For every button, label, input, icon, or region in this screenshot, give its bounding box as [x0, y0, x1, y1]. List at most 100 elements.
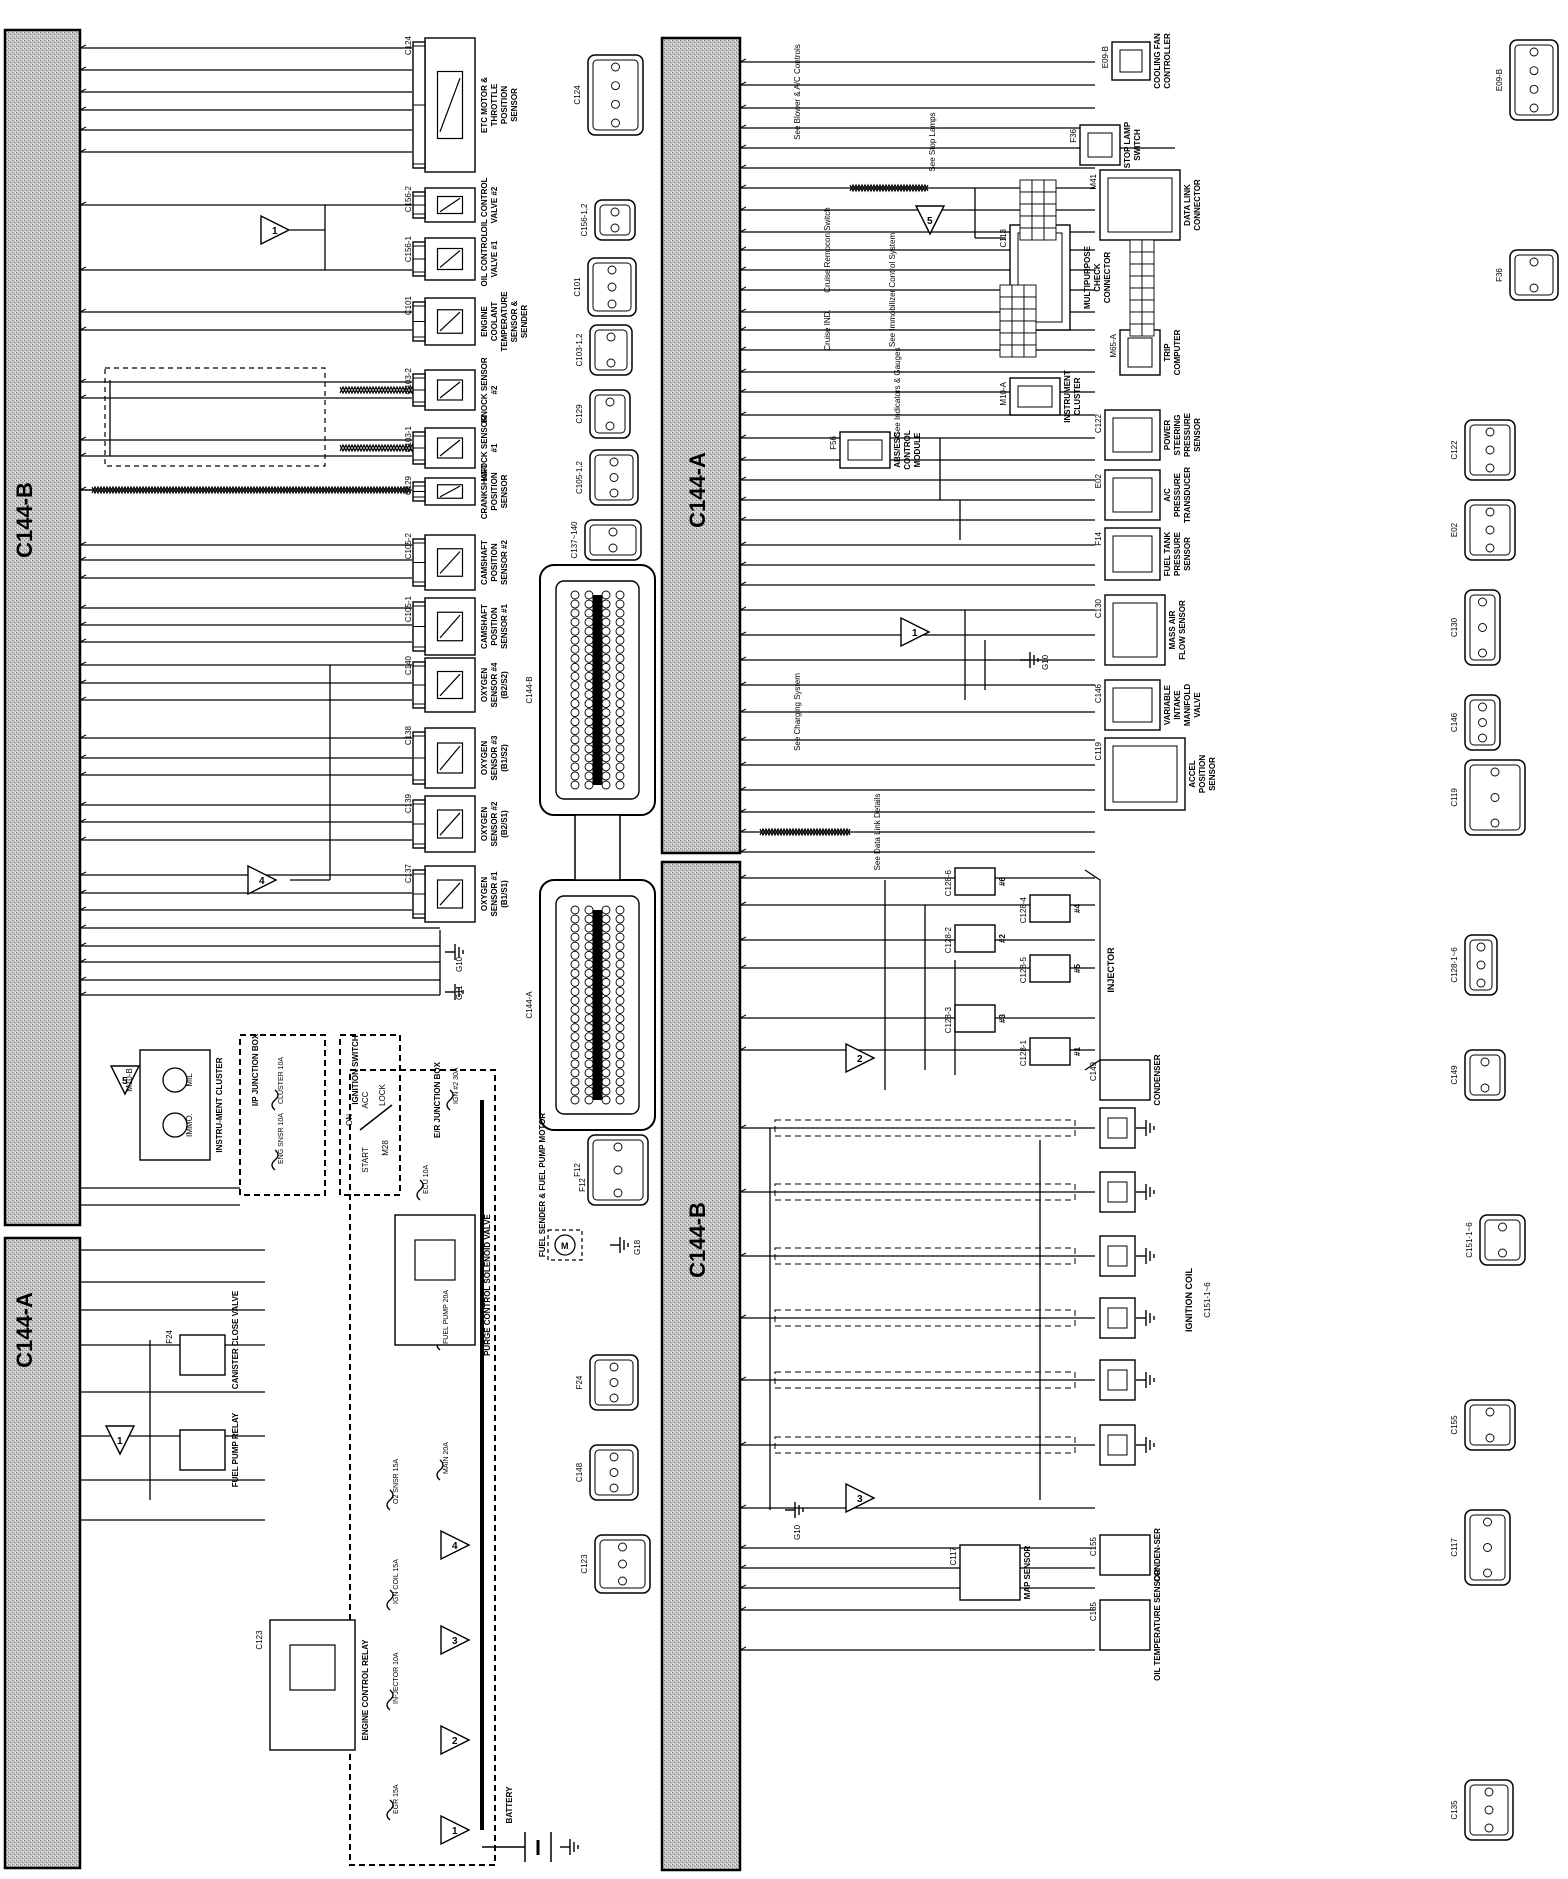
ecu-connector-c144-b-pin — [584, 771, 594, 781]
component-name-inj2: #2 — [998, 934, 1007, 943]
component-name-ac: PRESSURE — [1173, 472, 1182, 517]
connector-view-label-c130: C130 — [1450, 617, 1459, 637]
ecu-connector-c144-b-pin — [615, 717, 625, 727]
connector-view-c146-inner — [1469, 699, 1496, 746]
reference-1 — [260, 214, 291, 246]
mcc-pin-grid — [1031, 227, 1045, 241]
component-name-fuel_sender: FUEL SENDER & FUEL PUMP MOTOR — [538, 1113, 547, 1258]
dlc-pin-grid — [1141, 275, 1155, 289]
ecu-connector-c144-a-pin — [601, 959, 611, 969]
ecu-connector-c144-a-pin — [601, 1086, 611, 1096]
dlc-pin-grid — [1141, 311, 1155, 325]
connector-view-c124-pin — [611, 81, 620, 91]
ecu-connector-c144-b-pin — [570, 644, 580, 654]
bottom-component-inj2 — [954, 924, 996, 953]
right-component-inner-abs — [847, 439, 883, 461]
knock2-twist — [339, 385, 425, 395]
connector-label-canister: F24 — [165, 1329, 174, 1343]
component-name-cond2: CONDEN-SER — [1153, 1528, 1162, 1582]
connector-view-c137-inner — [589, 524, 637, 556]
connector-view-c137-pin — [608, 543, 618, 553]
connector-view-c137-pin — [608, 527, 618, 537]
bottom-component-inj3 — [954, 1004, 996, 1033]
component-name-psp: PRESSURE — [1183, 412, 1192, 457]
connector-view-label-e09b: E09-B — [1495, 69, 1504, 91]
component-name-abs: MODULE — [913, 432, 922, 467]
ecu-block-c144-b-top — [3, 28, 82, 1227]
connector-view-label-e02: E02 — [1450, 522, 1459, 537]
component-name-app: SENSOR — [1208, 757, 1217, 791]
connector-label-inj5: C128-5 — [1019, 956, 1028, 983]
ecu-connector-c144-a-pin — [584, 1095, 594, 1105]
component-name-ip_box: I/P JUNCTION BOX — [251, 1033, 260, 1106]
ecu-connector-c144-a-pin — [615, 932, 625, 942]
ecu-connector-c144-a-pin — [570, 1023, 580, 1033]
component-name-ect: COOLANT — [490, 302, 499, 342]
connector-view-f24-pin — [609, 1362, 619, 1372]
fuse-fuel-pump: FUEL PUMP 20A — [443, 1290, 450, 1344]
connector-view-e02-pin — [1485, 525, 1495, 535]
mil-lamp — [162, 1067, 188, 1093]
ecu-block-c144-b-bottom — [660, 860, 742, 1872]
fuel-sender-box — [547, 1229, 583, 1261]
fuse-cluster: CLUSTER 10A — [278, 1057, 285, 1104]
component-name-o2s4: (B2/S2) — [500, 671, 509, 699]
ecu-connector-c144-b-pin — [615, 662, 625, 672]
top-component-ocv1-element — [436, 247, 464, 271]
top-component-ckp — [424, 477, 476, 506]
connector-view-e09b-pin — [1529, 47, 1539, 57]
connector-label-map: C117 — [949, 1546, 958, 1565]
mcc-pin-grid-2 — [1023, 308, 1037, 322]
left-component-canister — [179, 1334, 226, 1376]
connector-view-c135-pin — [1484, 1823, 1494, 1833]
component-name-ect: SENDER — [520, 305, 529, 339]
ecu-connector-c144-a-pin — [570, 1059, 580, 1069]
ecu-connector-c144-b-pin — [615, 635, 625, 645]
right-component-inner-ac — [1112, 477, 1153, 513]
ip-junction-box — [239, 1034, 326, 1196]
connector-view-c119-pin — [1490, 767, 1500, 777]
ecu-connector-c144-b-pin — [584, 635, 594, 645]
right-component-inner-trip — [1127, 337, 1153, 368]
connector-view-f24-pin — [609, 1378, 619, 1387]
connector-label-abs: F56 — [829, 435, 838, 449]
connector-view-label-c148: C148 — [575, 1462, 584, 1482]
fuse-main — [436, 1459, 444, 1481]
reference-2b: 2 — [452, 1736, 458, 1747]
switch-position-lock: LOCK — [378, 1083, 387, 1105]
component-name-knock2: #2 — [490, 385, 499, 394]
connector-view-f36-pin — [1529, 283, 1539, 293]
left-component-ecr — [269, 1619, 356, 1751]
component-name-vim: VALVE — [1193, 692, 1202, 718]
reference-1b — [900, 616, 931, 648]
ecu-connector-c144-a-pin — [584, 977, 594, 987]
mcc-pin-grid — [1019, 215, 1033, 229]
lamp-label-immo: IMMO. — [185, 1113, 194, 1137]
ecu-connector-c144-a-pin — [570, 1068, 580, 1078]
connector-view-c117-pin — [1483, 1543, 1492, 1552]
dlc-pin-grid — [1141, 239, 1155, 253]
mcc-pin-grid — [1031, 203, 1045, 217]
connector-label-ic_left: M10-B — [125, 1068, 134, 1092]
ecu-connector-c144-b-pin — [615, 780, 625, 790]
component-name-ac: TRANSDUCER — [1183, 467, 1192, 523]
reference-4 — [247, 864, 278, 896]
connector-view-label-c129: C129 — [575, 404, 584, 424]
right-component-fan — [1111, 41, 1151, 81]
component-name-psp: SENSOR — [1193, 418, 1202, 452]
connector-label-cond: C149 — [1089, 1061, 1098, 1081]
ecu-connector-c144-a-pin — [570, 1041, 580, 1051]
fuse-ecu: ECU 10A — [423, 1164, 430, 1194]
immo-lamp — [162, 1112, 188, 1138]
ground-label: G10 — [1041, 654, 1050, 670]
ecu-connector-c144-b-inner — [555, 580, 640, 800]
ecu-connector-c144-a-pin — [601, 1050, 611, 1060]
reference-5 — [914, 205, 946, 236]
connector-label-trip: M65-A — [1109, 333, 1118, 357]
connector-view-c117-pin — [1483, 1568, 1492, 1578]
connector-view-c156-pin — [610, 207, 620, 217]
component-name-battery: BATTERY — [505, 1786, 514, 1824]
knock-shield — [104, 367, 326, 467]
